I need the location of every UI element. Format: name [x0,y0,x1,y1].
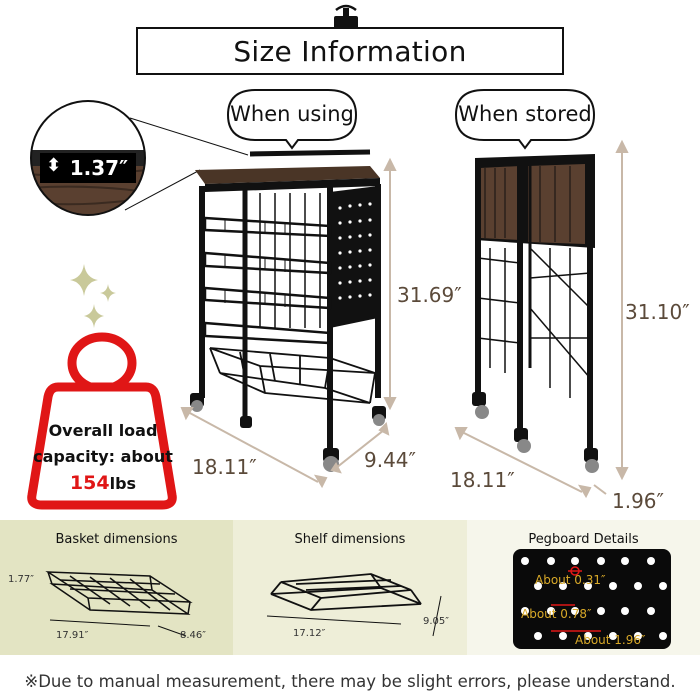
in-use-depth: 9.44″ [364,448,417,472]
basket-panel: Basket dimensions 1.77″ 17.91″ 8.46″ [0,520,233,655]
pegboard-detail: About 0.31″ About 0.78″ About 1.96″ [513,549,671,649]
pegboard-label-hole: About 0.31″ [535,573,606,587]
when-using-label: When using [230,102,354,126]
shelf-drawing [266,573,442,637]
page-title-text: Size Information [233,34,467,68]
load-unit: lbs [109,474,137,493]
in-use-height: 31.69″ [397,283,462,307]
binder-clip-icon [334,4,358,30]
when-stored-bubble: When stored [454,88,596,150]
in-use-width: 18.11″ [192,455,257,479]
load-line2: capacity: about [33,447,173,466]
stored-width: 18.11″ [450,468,515,492]
cart-in-use-illustration [190,149,386,472]
thickness-arrow-icon: ⬍ [46,155,62,176]
basket-width: 8.46″ [180,630,207,641]
pegboard-panel-title: Pegboard Details [528,532,639,547]
load-capacity-text: Overall load capacity: about 154lbs [30,418,176,497]
stored-height: 31.10″ [625,300,690,324]
stored-depth: 1.96″ [612,489,665,513]
when-stored-label: When stored [458,102,592,126]
top-thickness-value: 1.37″ [69,156,128,180]
basket-length: 17.91″ [56,630,89,641]
when-using-bubble: When using [226,88,358,150]
shelf-panel-title: Shelf dimensions [294,532,406,547]
shelf-panel: Shelf dimensions 17.12″ 9.05″ [233,520,467,655]
pegboard-label-spacing: About 0.78″ [521,607,592,621]
shelf-width: 9.05″ [423,616,450,627]
shelf-length: 17.12″ [293,628,326,639]
sparkle-icon [70,264,116,328]
load-value-line: 154lbs [30,470,176,497]
page-title: Size Information [136,27,564,75]
basket-panel-title: Basket dimensions [55,532,178,547]
basket-height: 1.77″ [8,574,35,585]
load-value: 154 [69,472,110,494]
weight-icon [27,332,177,510]
load-line1: Overall load [48,421,158,440]
pegboard-label-span: About 1.96″ [575,633,646,647]
footer-note: ※Due to manual measurement, there may be… [24,671,676,691]
pegboard-holes [521,557,667,640]
basket-drawing [45,571,193,637]
cart-stored-illustration [472,154,599,473]
top-thickness-label: ⬍ 1.37″ [40,153,136,183]
